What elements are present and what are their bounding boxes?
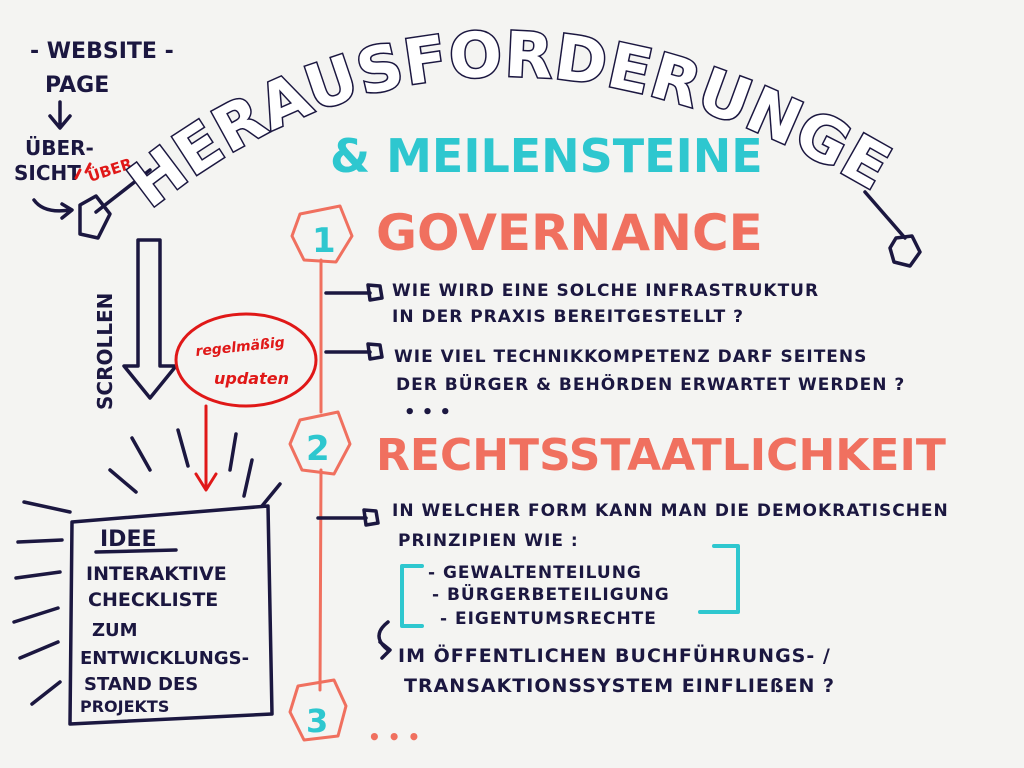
section-1-badge-icon [290, 204, 354, 264]
q2-bullet-icon [366, 342, 384, 361]
idea-line-1: INTERAKTIVE [86, 563, 227, 585]
section-3-ellipsis: • • • [368, 725, 420, 749]
idea-heading: IDEE [100, 527, 157, 552]
idea-line-4: ENTWICKLUNGS- [80, 648, 249, 669]
right-pendant-icon [888, 234, 922, 268]
q1-line2: IN DER PRAXIS BEREITGESTELLT ? [392, 307, 744, 327]
red-dots-icon [74, 162, 92, 180]
title-sub: & MEILENSTEINE [330, 129, 763, 183]
principle-2: - BÜRGERBETEILIGUNG [432, 583, 670, 605]
update-arrow-icon [194, 404, 218, 492]
q3-line2: PRINZIPIEN WIE : [398, 531, 579, 551]
down-arrow-icon [48, 100, 72, 130]
section-2-heading: RECHTSSTAATLICHKEIT [376, 430, 946, 481]
curved-arrow-icon [32, 198, 74, 220]
q3-bullet-icon [362, 508, 380, 527]
idea-rays [12, 428, 282, 706]
principle-1: - GEWALTENTEILUNG [428, 563, 642, 583]
uebersicht-label-line2: SICHT [14, 161, 81, 185]
update-bubble-line1: regelmäßig [195, 335, 286, 360]
idea-line-3: ZUM [92, 620, 138, 641]
followup-line2: TRANSAKTIONSSYSTEM EINFLIEßEN ? [404, 675, 835, 697]
q1-line1: WIE WIRD EINE SOLCHE INFRASTRUKTUR [392, 281, 819, 301]
q2-line2: DER BÜRGER & BEHÖRDEN ERWARTET WERDEN ? [396, 373, 905, 395]
section-3-number: 3 [306, 702, 328, 740]
followup-arrow-icon [377, 620, 392, 660]
title-main: HERAUSFORDERUNGEN [0, 0, 903, 221]
section-2-number: 2 [306, 429, 330, 469]
section-3-badge-icon [288, 678, 348, 742]
left-pendant-icon [78, 194, 112, 240]
section-1-ellipsis: • • • [404, 402, 451, 423]
title-arc-right-line [863, 190, 907, 240]
section-2-badge-icon [288, 410, 352, 476]
uebersicht-label-line1: ÜBER- [25, 136, 94, 160]
q3-line1: IN WELCHER FORM KANN MAN DIE DEMOKRATISC… [392, 501, 949, 521]
idea-line-2: CHECKLISTE [88, 589, 218, 611]
followup-line1: IM ÖFFENTLICHEN BUCHFÜHRUNGS- / [398, 643, 831, 667]
website-label: - WEBSITE - [30, 39, 174, 64]
timeline-line [318, 258, 323, 692]
page-label: PAGE [45, 73, 109, 98]
idea-line-5: STAND DES [84, 674, 198, 695]
q1-bullet-icon [366, 283, 384, 302]
q2-line1: WIE VIEL TECHNIKKOMPETENZ DARF SEITENS [394, 347, 867, 367]
idea-box [68, 504, 274, 726]
principles-left-bracket [400, 564, 424, 628]
idea-heading-underline [94, 548, 178, 554]
principles-right-bracket [698, 544, 740, 614]
section-1-heading: GOVERNANCE [376, 204, 763, 262]
principle-3: - EIGENTUMSRECHTE [440, 609, 657, 629]
scroll-label: SCROLLEN [93, 293, 117, 410]
update-bubble-line2: updaten [214, 369, 289, 388]
scroll-down-arrow-icon [122, 238, 178, 400]
idea-line-6: PROJEKTS [80, 697, 169, 716]
update-bubble [174, 312, 318, 408]
section-1-number: 1 [312, 221, 336, 261]
